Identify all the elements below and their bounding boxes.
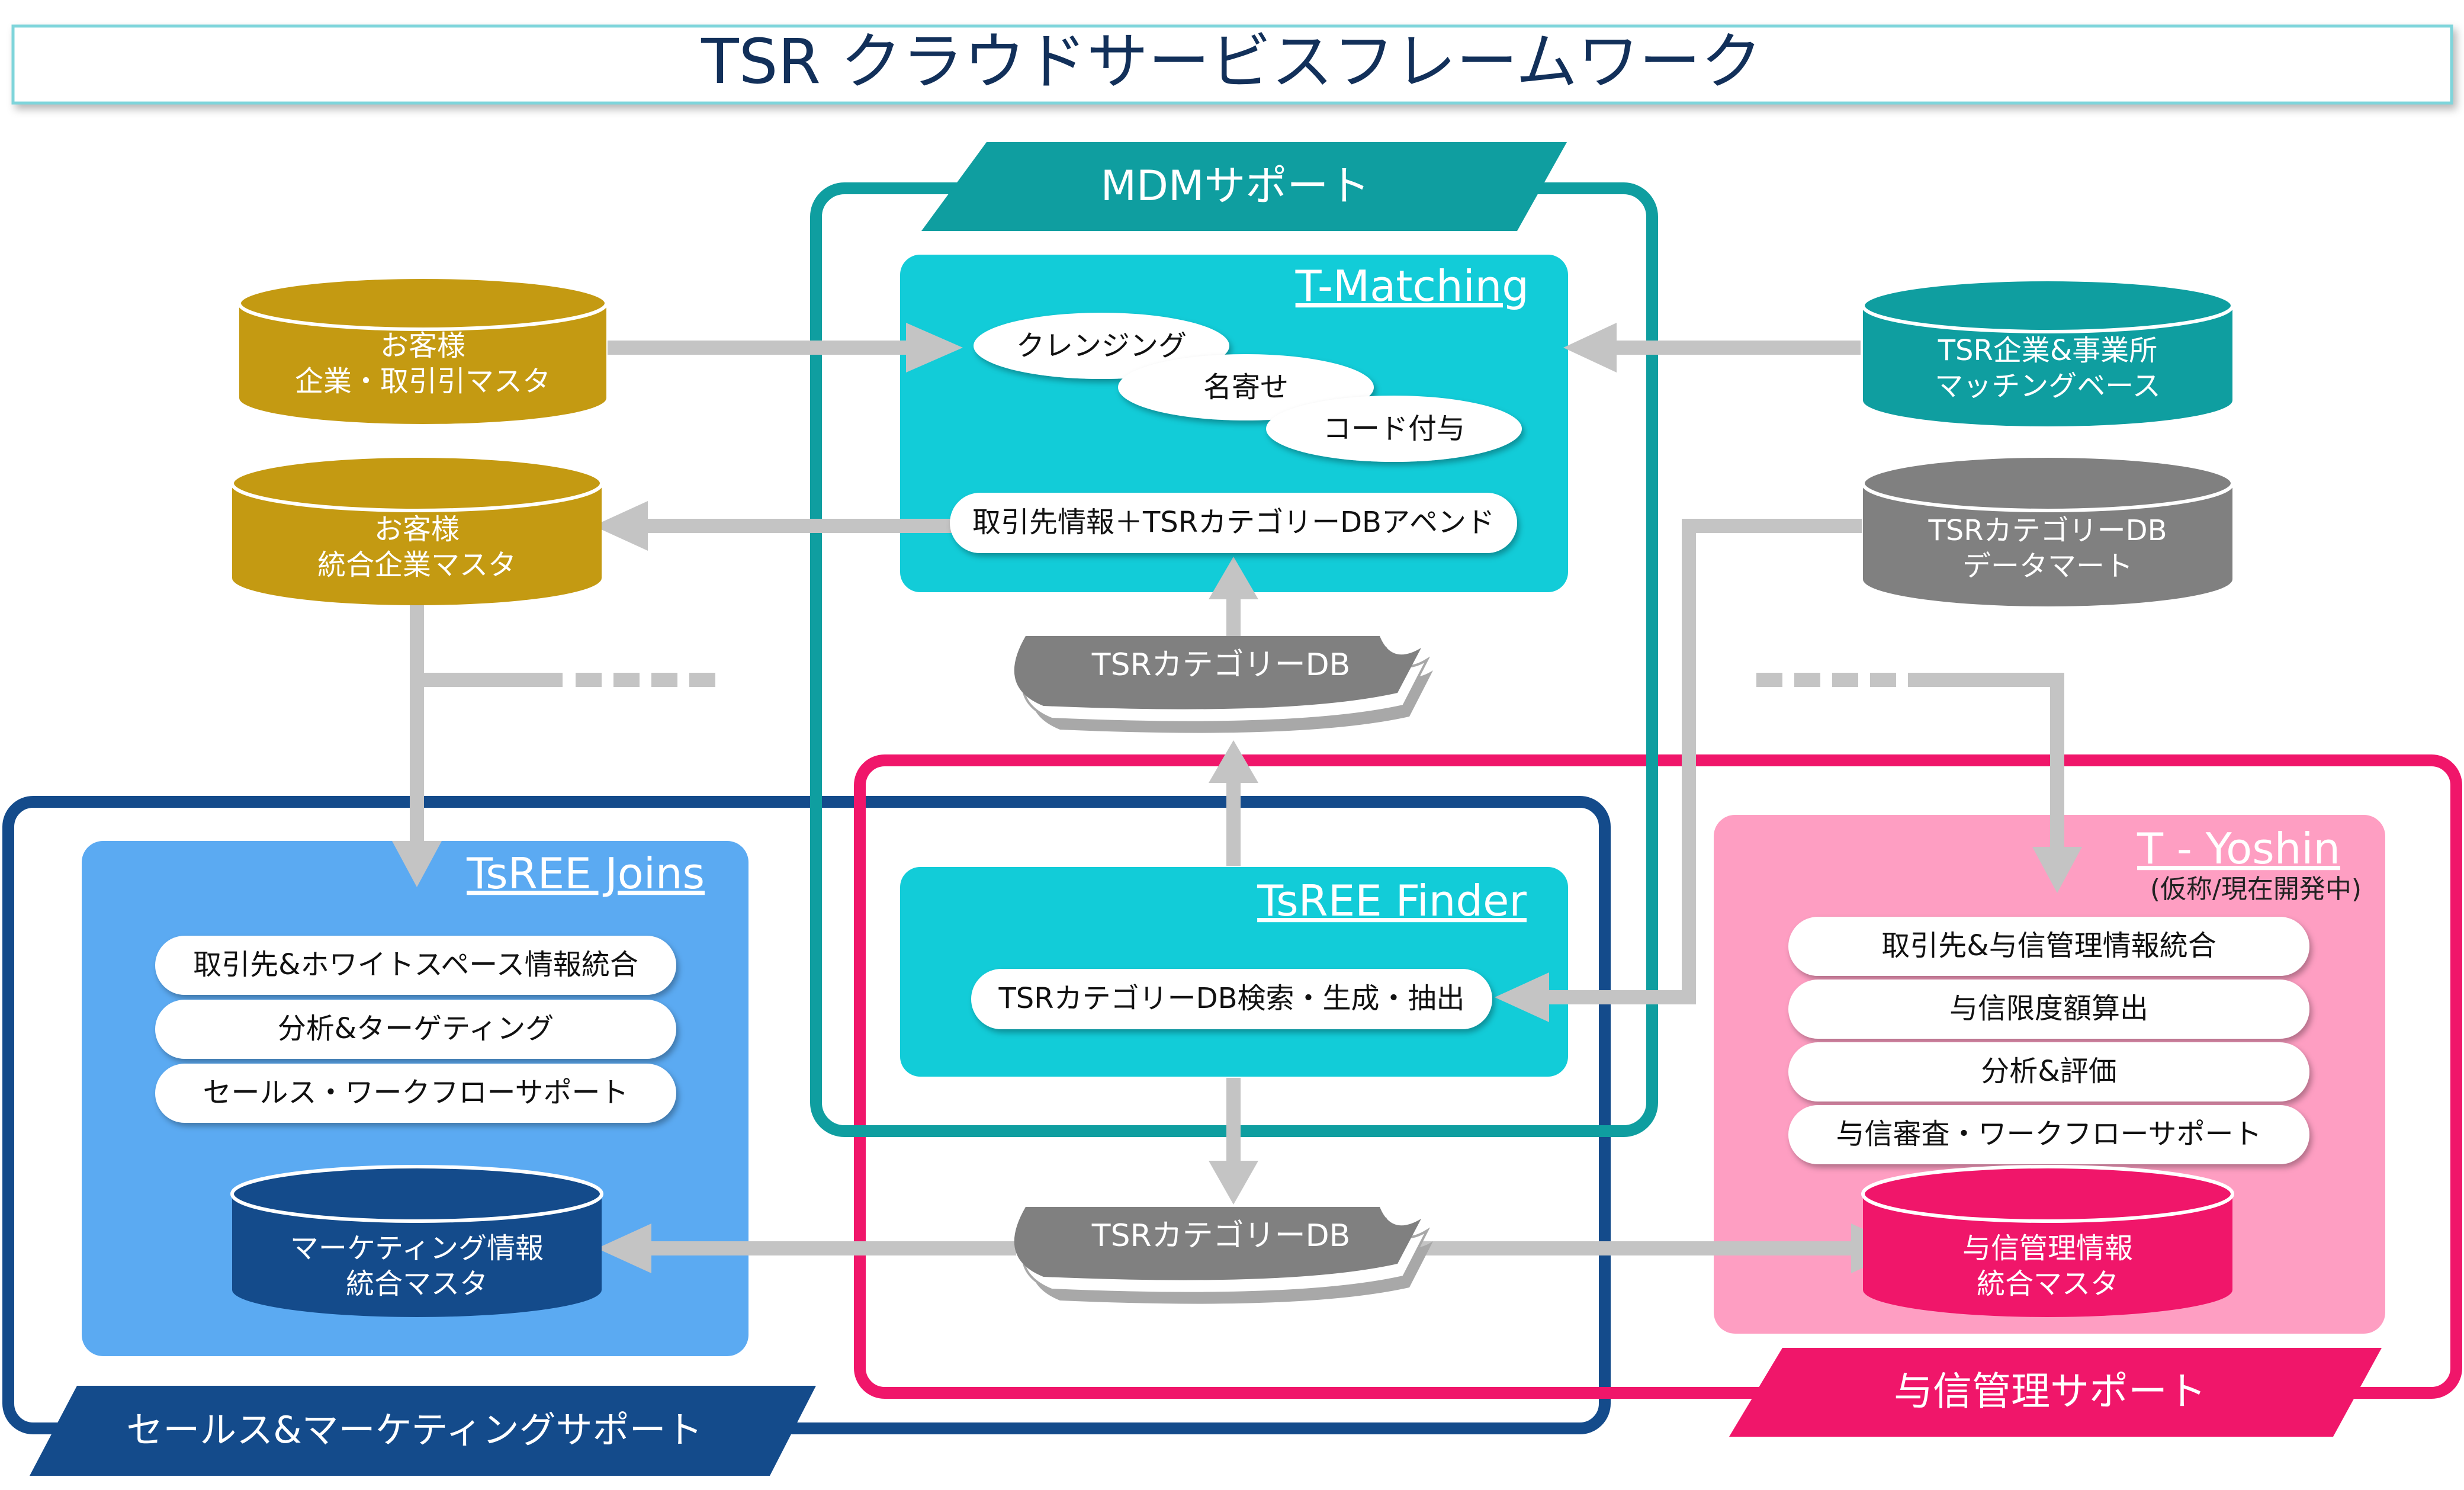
tsree-finder-title: TsREE Finder xyxy=(1257,876,1527,926)
t-matching-output-pill: 取引先情報＋TSRカテゴリーDBアペンド xyxy=(950,493,1517,553)
yoshin-function-item: 与信審査・ワークフローサポート xyxy=(1788,1105,2309,1164)
title-bar: TSR クラウドサービスフレームワーク xyxy=(11,24,2453,105)
tsree-finder-function-pill: TSRカテゴリーDB検索・生成・抽出 xyxy=(971,969,1492,1029)
db-tsr-matching-base: TSR企業&事業所 マッチングベース xyxy=(1861,278,2234,426)
tsr-category-db-upper: TSRカテゴリーDB xyxy=(1014,636,1433,733)
step-cleansing-label: クレンジング xyxy=(1016,329,1187,362)
joins-function-label: セールス・ワークフローサポート xyxy=(203,1076,628,1109)
yoshin-function-item: 分析&評価 xyxy=(1788,1042,2309,1102)
db-marketing-master-line2: 統合マスタ xyxy=(346,1267,488,1300)
page-title: TSR クラウドサービスフレームワーク xyxy=(701,25,1762,98)
db-tsr-category-mart-line1: TSRカテゴリーDB xyxy=(1927,514,2167,547)
tsr-category-db-upper-label: TSRカテゴリーDB xyxy=(1091,647,1351,683)
mdm-support-text: MDMサポート xyxy=(1101,162,1370,210)
joins-function-item: 分析&ターゲティング xyxy=(155,1000,676,1059)
tsr-category-db-lower-label: TSRカテゴリーDB xyxy=(1091,1218,1351,1254)
yoshin-function-item: 与信限度額算出 xyxy=(1788,980,2309,1039)
joins-function-item: 取引先&ホワイトスペース情報統合 xyxy=(155,936,676,995)
t-yoshin-subtitle: (仮称/現在開発中) xyxy=(2150,874,2362,904)
tsree-joins-functions: 取引先&ホワイトスペース情報統合 分析&ターゲティング セールス・ワークフローサ… xyxy=(155,936,676,1123)
sales-support-frame xyxy=(2,796,1611,1434)
db-tsr-matching-base-line2: マッチングベース xyxy=(1935,370,2161,403)
t-matching-output-label: 取引先情報＋TSRカテゴリーDBアペンド xyxy=(972,506,1495,539)
joins-function-label: 分析&ターゲティング xyxy=(278,1012,554,1045)
t-yoshin-functions: 取引先&与信管理情報統合 与信限度額算出 分析&評価 与信審査・ワークフローサポ… xyxy=(1788,917,2309,1164)
connectors xyxy=(392,323,2082,1273)
db-tsr-category-mart: TSRカテゴリーDB データマート xyxy=(1861,454,2234,606)
credit-support-text: 与信管理サポート xyxy=(1894,1369,2206,1414)
t-matching-title: T-Matching xyxy=(1295,261,1529,311)
credit-support-label: 与信管理サポート xyxy=(1729,1348,2382,1437)
tsr-category-db-lower: TSRカテゴリーDB xyxy=(1014,1207,1433,1304)
db-credit-master-line1: 与信管理情報 xyxy=(1962,1232,2133,1265)
db-customer-integrated-line1: お客様 xyxy=(374,513,460,546)
tsree-finder-function-label: TSRカテゴリーDB検索・生成・抽出 xyxy=(998,982,1464,1015)
step-code-assign-label: コード付与 xyxy=(1323,412,1465,445)
yoshin-function-label: 分析&評価 xyxy=(1981,1055,2116,1088)
tsree-joins-title: TsREE Joins xyxy=(466,849,705,898)
db-customer-master-line2: 企業・取引引マスタ xyxy=(295,365,551,398)
db-customer-integrated: お客様 統合企業マスタ xyxy=(230,454,603,605)
db-marketing-master: マーケティング情報 統合マスタ xyxy=(230,1165,603,1317)
joins-function-label: 取引先&ホワイトスペース情報統合 xyxy=(193,948,638,981)
t-yoshin-title: T - Yoshin xyxy=(2137,824,2340,874)
joins-function-item: セールス・ワークフローサポート xyxy=(155,1064,676,1123)
yoshin-function-label: 取引先&与信管理情報統合 xyxy=(1881,929,2216,962)
db-tsr-matching-base-line1: TSR企業&事業所 xyxy=(1938,334,2158,367)
db-customer-master-line1: お客様 xyxy=(380,329,465,362)
sales-support-label: セールス&マーケティングサポート xyxy=(30,1386,816,1476)
db-marketing-master-line1: マーケティング情報 xyxy=(290,1232,544,1265)
step-code-assign: コード付与 xyxy=(1266,396,1522,462)
matching-steps: クレンジング 名寄せ コード付与 xyxy=(974,313,1522,462)
db-tsr-category-mart-line2: データマート xyxy=(1962,550,2133,583)
db-credit-master: 与信管理情報 統合マスタ xyxy=(1861,1165,2234,1317)
mdm-support-label: MDMサポート xyxy=(921,142,1567,231)
yoshin-function-label: 与信限度額算出 xyxy=(1949,992,2148,1025)
db-credit-master-line2: 統合マスタ xyxy=(1977,1267,2119,1300)
step-name-matching-label: 名寄せ xyxy=(1203,371,1289,404)
sales-support-text: セールス&マーケティングサポート xyxy=(126,1408,702,1452)
yoshin-function-item: 取引先&与信管理情報統合 xyxy=(1788,917,2309,976)
db-customer-master: お客様 企業・取引引マスタ xyxy=(237,275,608,424)
db-customer-integrated-line2: 統合企業マスタ xyxy=(317,548,516,582)
yoshin-function-label: 与信審査・ワークフローサポート xyxy=(1836,1118,2261,1151)
